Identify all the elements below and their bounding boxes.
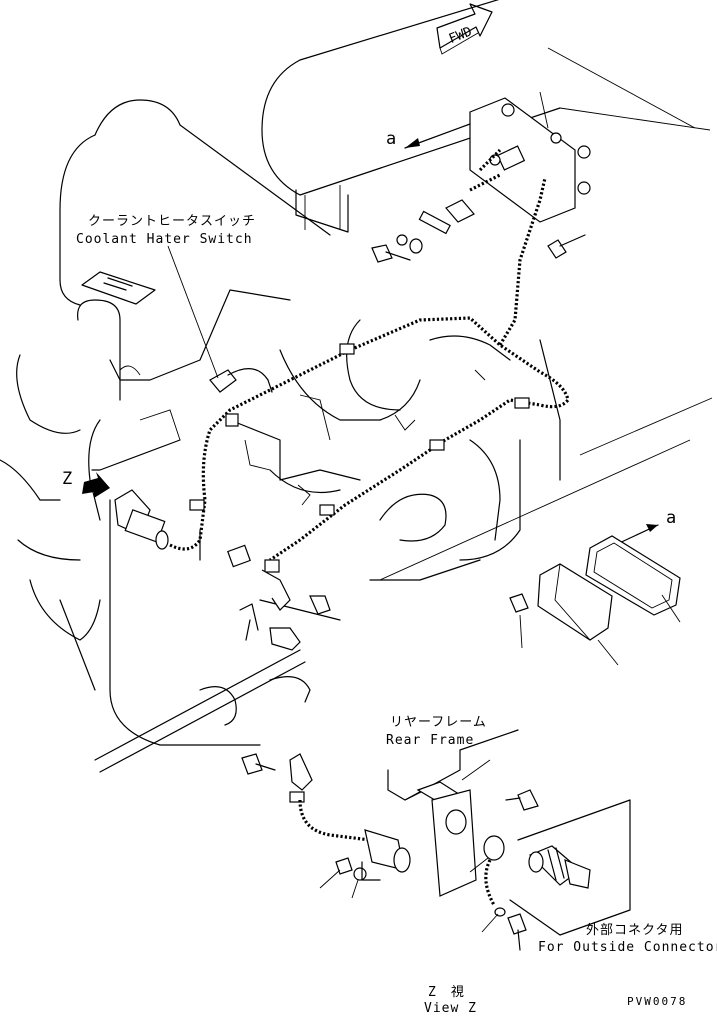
coolant-heater-switch — [209, 368, 273, 393]
engine-details — [119, 365, 486, 506]
fwd-arrow-icon — [436, 3, 493, 55]
small-parts-center — [227, 544, 331, 651]
coolant-switch-label-jp: クーラントヒータスイッチ — [88, 214, 257, 229]
leader-line — [469, 857, 489, 873]
view-z-arrow-icon — [82, 472, 110, 498]
bolt-parts — [371, 234, 586, 263]
view-z-marker: Z — [62, 469, 72, 489]
rear-frame-label-jp: リヤーフレーム — [390, 715, 487, 730]
view-arrow-top-label: a — [386, 129, 398, 149]
connector-cap — [483, 835, 527, 951]
intake-box — [81, 271, 156, 305]
wire-harness-main — [169, 316, 570, 562]
leader-line — [547, 47, 696, 129]
outside-connector-label-jp: 外部コネクタ用 — [586, 923, 684, 938]
leader-line — [481, 913, 499, 933]
wire-harness-lower — [298, 799, 371, 842]
leader-line — [539, 91, 549, 129]
view-z-label-jp: Z 視 — [428, 985, 465, 1000]
outside-connector — [361, 829, 411, 881]
view-arrow-right-label: a — [666, 508, 678, 528]
detail-box — [509, 799, 631, 936]
engine-block — [59, 99, 561, 746]
leader-line — [519, 614, 523, 649]
fan-blades — [0, 354, 101, 691]
frame-line — [379, 439, 691, 581]
leader-line — [351, 879, 359, 899]
frame-line — [559, 107, 711, 131]
connector-clip — [418, 199, 475, 235]
frame-line — [579, 397, 713, 456]
outside-connector-label-en: For Outside Connector — [538, 940, 717, 955]
fuel-tank — [261, 0, 561, 233]
wire-harness-branch — [498, 177, 547, 346]
rear-frame-label-en: Rear Frame — [386, 733, 475, 748]
rear-frame — [387, 729, 539, 897]
coolant-switch-leader — [167, 245, 219, 379]
harness-clips — [189, 343, 530, 573]
coolant-switch-label-en: Coolant Hater Switch — [76, 232, 253, 247]
leader-line — [597, 639, 619, 666]
connector-z — [114, 489, 169, 550]
fwd-marker-text: FWD — [447, 24, 475, 47]
leader-line — [319, 869, 341, 889]
gasket-cover — [509, 535, 681, 641]
switch-bracket-plate — [469, 97, 591, 223]
drawing-number: PVW0078 — [627, 995, 688, 1008]
bolts-lower-left — [241, 753, 367, 881]
leader-line — [461, 759, 491, 781]
wire-harness-branch-2 — [469, 148, 502, 192]
view-arrow-top-icon — [404, 123, 471, 149]
view-z-label-en: View Z — [424, 1001, 477, 1016]
frame-bar — [94, 649, 311, 773]
leader-line — [661, 594, 681, 623]
